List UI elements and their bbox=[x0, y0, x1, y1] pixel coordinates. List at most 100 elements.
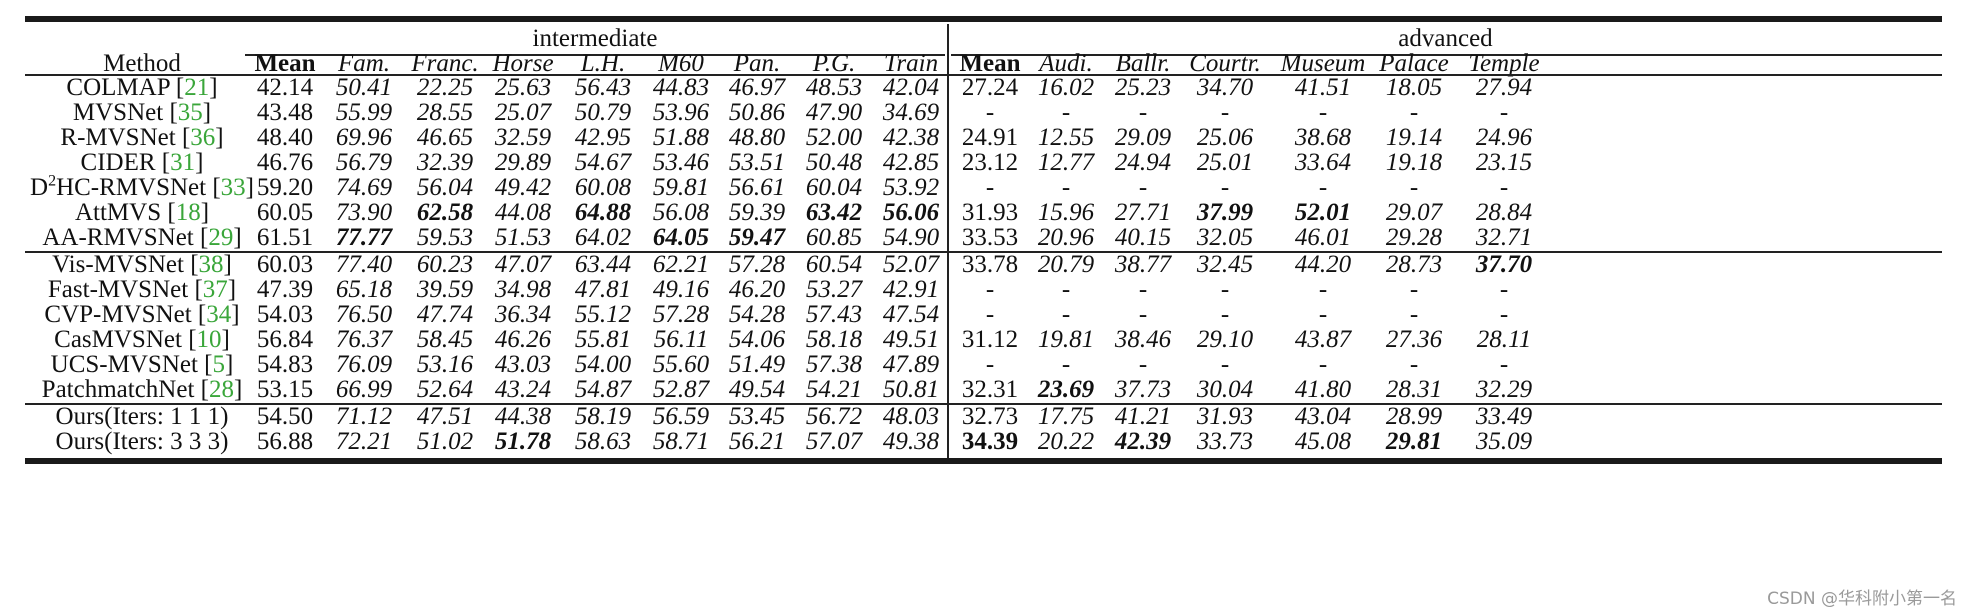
cell-advanced-2: - bbox=[1138, 174, 1148, 201]
cell-intermediate-0: 60.05 bbox=[256, 199, 314, 226]
cell-intermediate-6: 59.47 bbox=[728, 224, 786, 251]
cell-intermediate-7: 54.21 bbox=[805, 376, 863, 403]
cell-intermediate-6: 57.28 bbox=[728, 251, 786, 278]
cell-advanced-0: - bbox=[985, 301, 995, 328]
cell-advanced-6: - bbox=[1499, 351, 1509, 378]
cell-advanced-5: 28.73 bbox=[1385, 251, 1443, 278]
cell-advanced-1: - bbox=[1061, 174, 1071, 201]
cell-intermediate-0: 56.84 bbox=[256, 326, 314, 353]
cell-intermediate-1: 71.12 bbox=[335, 403, 393, 430]
cell-intermediate-4: 55.81 bbox=[574, 326, 632, 353]
cell-intermediate-5: 58.71 bbox=[652, 428, 710, 455]
cell-intermediate-8: 49.38 bbox=[882, 428, 940, 455]
method-name: Ours(Iters: 1 1 1) bbox=[55, 403, 229, 430]
cell-intermediate-6: 54.06 bbox=[728, 326, 786, 353]
cell-intermediate-8: 34.69 bbox=[882, 99, 940, 126]
cell-intermediate-6: 56.61 bbox=[728, 174, 786, 201]
cell-advanced-2: - bbox=[1138, 301, 1148, 328]
cell-advanced-3: 25.06 bbox=[1196, 124, 1254, 151]
cell-intermediate-0: 54.03 bbox=[256, 301, 314, 328]
cell-intermediate-2: 59.53 bbox=[416, 224, 474, 251]
group-advanced: advanced bbox=[1398, 25, 1493, 52]
cell-advanced-1: 23.69 bbox=[1037, 376, 1095, 403]
cell-intermediate-7: 47.90 bbox=[805, 99, 863, 126]
cell-advanced-1: 17.75 bbox=[1037, 403, 1095, 430]
header-advanced-1: Audi. bbox=[1039, 50, 1093, 77]
header-method: Method bbox=[103, 50, 181, 77]
cell-intermediate-4: 47.81 bbox=[574, 276, 632, 303]
header-intermediate-0: Mean bbox=[254, 50, 316, 77]
cell-intermediate-7: 56.72 bbox=[805, 403, 863, 430]
cell-advanced-4: - bbox=[1318, 99, 1328, 126]
cell-intermediate-4: 64.02 bbox=[574, 224, 632, 251]
cell-advanced-3: 33.73 bbox=[1196, 428, 1254, 455]
header-advanced-6: Temple bbox=[1468, 50, 1540, 77]
cell-intermediate-1: 76.37 bbox=[335, 326, 393, 353]
cell-intermediate-4: 54.87 bbox=[574, 376, 632, 403]
cell-intermediate-2: 56.04 bbox=[416, 174, 474, 201]
cell-intermediate-6: 48.80 bbox=[728, 124, 786, 151]
cell-advanced-6: 37.70 bbox=[1475, 251, 1533, 278]
cell-advanced-5: 29.28 bbox=[1385, 224, 1443, 251]
method-name: COLMAP [21] bbox=[66, 74, 218, 101]
cell-intermediate-8: 47.89 bbox=[882, 351, 940, 378]
cell-intermediate-3: 51.53 bbox=[494, 224, 552, 251]
cell-intermediate-5: 55.60 bbox=[652, 351, 710, 378]
cell-intermediate-2: 47.74 bbox=[416, 301, 474, 328]
cell-advanced-1: 12.77 bbox=[1037, 149, 1095, 176]
cell-advanced-3: 32.45 bbox=[1196, 251, 1254, 278]
method-name: PatchmatchNet [28] bbox=[41, 376, 243, 403]
cell-advanced-0: 32.73 bbox=[961, 403, 1019, 430]
cell-intermediate-3: 44.38 bbox=[494, 403, 552, 430]
header-intermediate-5: M60 bbox=[658, 50, 704, 77]
cell-advanced-2: 42.39 bbox=[1114, 428, 1172, 455]
cell-advanced-0: - bbox=[985, 276, 995, 303]
cell-advanced-4: 45.08 bbox=[1294, 428, 1352, 455]
cell-intermediate-1: 66.99 bbox=[335, 376, 393, 403]
section-rule-2 bbox=[25, 403, 1942, 405]
cell-intermediate-0: 43.48 bbox=[256, 99, 314, 126]
cell-intermediate-5: 64.05 bbox=[652, 224, 710, 251]
cell-advanced-1: 20.22 bbox=[1037, 428, 1095, 455]
cell-advanced-4: 52.01 bbox=[1294, 199, 1352, 226]
cell-intermediate-4: 58.19 bbox=[574, 403, 632, 430]
cell-intermediate-8: 50.81 bbox=[882, 376, 940, 403]
cell-intermediate-6: 46.97 bbox=[728, 74, 786, 101]
cell-intermediate-3: 46.26 bbox=[494, 326, 552, 353]
cell-advanced-1: 20.79 bbox=[1037, 251, 1095, 278]
cell-intermediate-5: 57.28 bbox=[652, 301, 710, 328]
group-intermediate: intermediate bbox=[532, 25, 658, 52]
cell-advanced-1: 16.02 bbox=[1037, 74, 1095, 101]
cell-advanced-5: 28.31 bbox=[1385, 376, 1443, 403]
cell-advanced-2: 37.73 bbox=[1114, 376, 1172, 403]
method-name: CIDER [31] bbox=[80, 149, 204, 176]
cell-advanced-0: 27.24 bbox=[961, 74, 1019, 101]
cell-intermediate-5: 62.21 bbox=[652, 251, 710, 278]
cell-intermediate-8: 42.85 bbox=[882, 149, 940, 176]
cell-intermediate-3: 49.42 bbox=[494, 174, 552, 201]
cell-intermediate-3: 25.63 bbox=[494, 74, 552, 101]
cell-advanced-4: 44.20 bbox=[1294, 251, 1352, 278]
cell-intermediate-5: 53.96 bbox=[652, 99, 710, 126]
cell-intermediate-2: 22.25 bbox=[416, 74, 474, 101]
header-advanced-5: Palace bbox=[1379, 50, 1449, 77]
method-name: AttMVS [18] bbox=[74, 199, 210, 226]
section-rule-1 bbox=[25, 251, 1942, 253]
cell-advanced-0: 34.39 bbox=[961, 428, 1019, 455]
cell-intermediate-3: 34.98 bbox=[494, 276, 552, 303]
cell-intermediate-7: 63.42 bbox=[805, 199, 863, 226]
cell-advanced-6: - bbox=[1499, 301, 1509, 328]
cell-advanced-3: 37.99 bbox=[1196, 199, 1254, 226]
cell-advanced-6: 32.71 bbox=[1475, 224, 1533, 251]
cell-advanced-1: - bbox=[1061, 99, 1071, 126]
cell-intermediate-0: 56.88 bbox=[256, 428, 314, 455]
cell-advanced-0: 31.12 bbox=[961, 326, 1019, 353]
cell-advanced-5: - bbox=[1409, 351, 1419, 378]
cell-intermediate-3: 32.59 bbox=[494, 124, 552, 151]
method-name: D2HC-RMVSNet [33] bbox=[30, 172, 254, 201]
cell-advanced-2: 24.94 bbox=[1114, 149, 1172, 176]
